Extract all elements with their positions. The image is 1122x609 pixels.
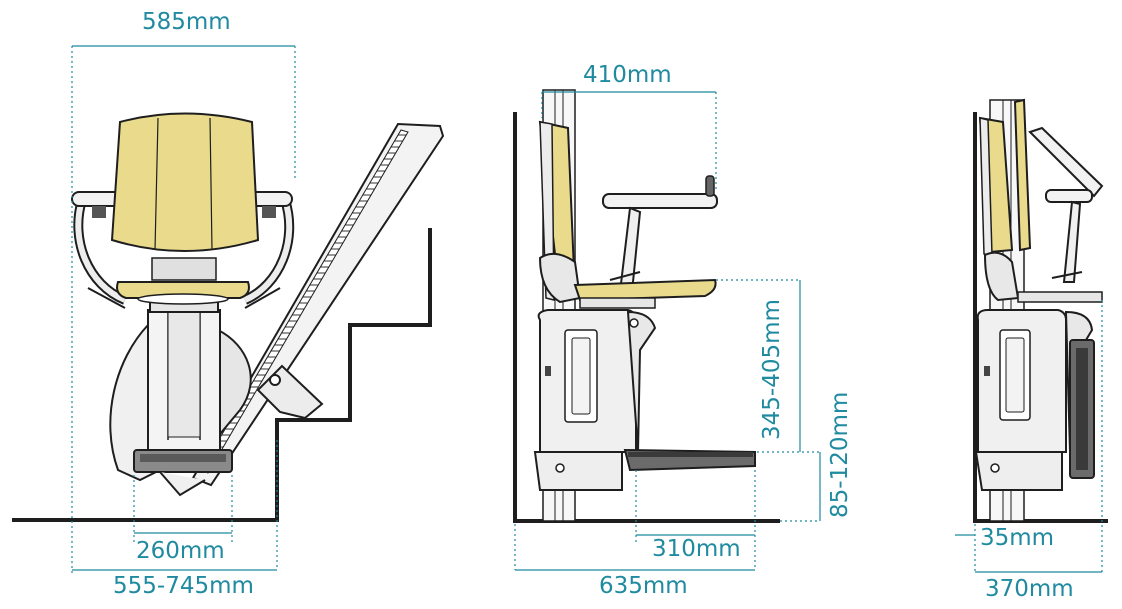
dim-overall-width: 555-745mm [113,573,254,599]
side-wall-floor [513,112,780,523]
front-backrest [110,112,260,252]
dim-folded-depth: 370mm [985,576,1074,602]
stair-rail [191,122,445,487]
dim-footrest-height: 85-120mm [827,391,853,518]
side-seat [573,278,717,302]
dim-seat-height: 345-405mm [759,299,785,440]
side-view [513,89,821,571]
dim-overall-depth: 635mm [599,573,688,599]
side-dimension-lines [514,91,821,571]
dim-footrest-width: 260mm [136,538,225,564]
folded-seat [1013,98,1032,252]
dim-width-top: 585mm [142,9,231,35]
front-view [12,45,445,575]
dim-wall-gap: 35mm [980,525,1055,551]
folded-view [955,98,1108,573]
front-seat [116,281,250,299]
dim-footrest-depth: 310mm [652,536,741,562]
folded-wall-floor [973,112,1108,523]
dim-seat-depth: 410mm [583,62,672,88]
folded-armrest [1028,126,1104,198]
folded-dimension-lines [955,300,1103,573]
front-dimension-lines [71,45,296,575]
